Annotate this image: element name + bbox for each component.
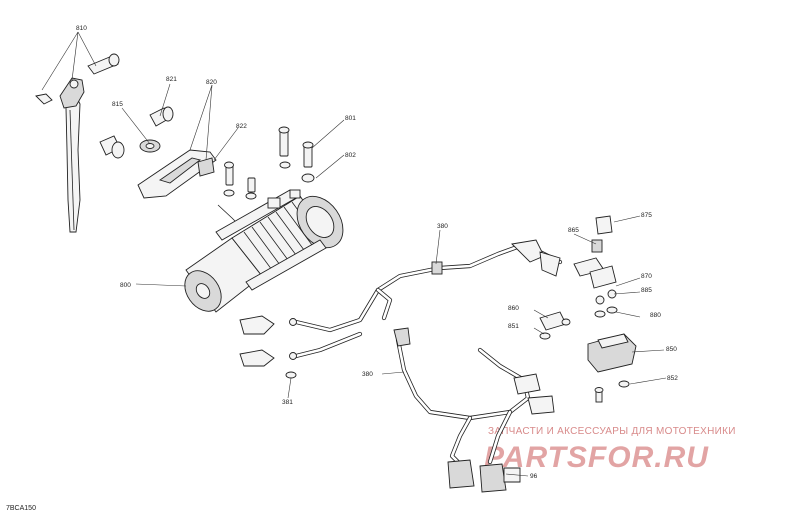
callout-801: 801 <box>345 115 356 122</box>
callout-822: 822 <box>236 123 247 130</box>
wiring-harness-lower <box>393 327 555 493</box>
callout-885: 885 <box>641 287 652 294</box>
watermark-tagline: ЗАПЧАСТИ И АКСЕССУАРЫ ДЛЯ МОТОТЕХНИКИ <box>488 426 736 437</box>
terminal-lugs <box>239 315 297 379</box>
callout-381: 381 <box>282 399 293 406</box>
callout-380-upper: 380 <box>437 223 448 230</box>
callout-820: 820 <box>206 79 217 86</box>
callout-870: 870 <box>641 273 652 280</box>
callout-851: 851 <box>508 323 519 330</box>
drawing-code: 7BCA150 <box>6 505 36 512</box>
callout-860: 860 <box>508 305 519 312</box>
leader-lines <box>41 31 667 477</box>
wiring-harness-upper <box>293 239 563 359</box>
watermark: ЗАПЧАСТИ И АКСЕССУАРЫ ДЛЯ МОТОТЕХНИКИ PA… <box>484 426 736 474</box>
fairlead-assembly <box>99 106 217 199</box>
callout-800: 800 <box>120 282 131 289</box>
callout-852: 852 <box>667 375 678 382</box>
bolts-and-nuts <box>217 126 315 227</box>
callout-880: 880 <box>650 312 661 319</box>
callout-802: 802 <box>345 152 356 159</box>
hand-strap-assembly <box>35 53 120 233</box>
contactor-assembly <box>539 215 637 403</box>
callout-380-lower: 380 <box>362 371 373 378</box>
callout-875: 875 <box>641 212 652 219</box>
callout-96: 96 <box>530 473 538 480</box>
watermark-brand: PARTSFOR.RU <box>484 441 709 474</box>
callout-815: 815 <box>112 101 123 108</box>
callout-865: 865 <box>568 227 579 234</box>
callouts: 810 821 820 815 822 801 802 875 865 380 … <box>76 25 678 480</box>
winch-body <box>184 189 344 313</box>
callout-821: 821 <box>166 76 177 83</box>
callout-850: 850 <box>666 346 677 353</box>
callout-810: 810 <box>76 25 87 32</box>
